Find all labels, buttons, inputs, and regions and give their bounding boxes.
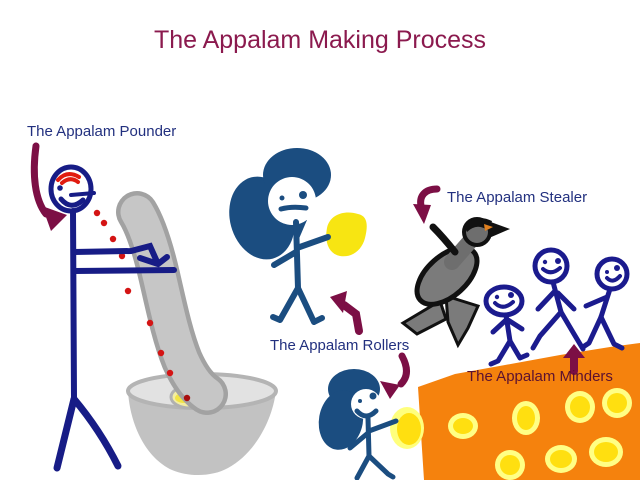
minder-stick-figures-icon <box>483 247 630 367</box>
arrow-to-roller-icon <box>330 291 363 335</box>
crow-bird-icon <box>400 217 510 349</box>
label-appalam-stealer: The Appalam Stealer <box>447 189 588 206</box>
curved-arrow-to-kneeling-roller-icon <box>380 352 410 399</box>
appalam-held-icon <box>390 407 424 449</box>
minder-figure-2 <box>530 247 586 352</box>
curved-arrow-to-pounder-icon <box>30 142 67 231</box>
label-appalam-pounder: The Appalam Pounder <box>27 123 177 140</box>
kneeling-roller-figure-icon <box>318 369 424 480</box>
appalams-on-mat-icon <box>448 388 632 480</box>
sweat-drops-icon <box>93 209 174 377</box>
pestle-icon <box>116 191 228 415</box>
dough-red-dot-icon <box>183 394 191 402</box>
appalam-dough-ball-icon <box>326 212 367 257</box>
minder-figure-3 <box>580 256 630 351</box>
slide-title: The Appalam Making Process <box>153 26 487 54</box>
curved-arrow-to-stealer-icon <box>413 185 441 224</box>
label-appalam-rollers: The Appalam Rollers <box>270 337 410 354</box>
pounder-stick-figure-icon <box>48 164 177 472</box>
up-arrow-to-minders-icon <box>563 344 585 375</box>
mortar-bowl-icon <box>126 372 278 476</box>
label-appalam-minders: The Appalam Minders <box>467 368 613 385</box>
roller-stick-figure-icon <box>229 148 367 325</box>
minder-figure-1 <box>483 284 530 367</box>
